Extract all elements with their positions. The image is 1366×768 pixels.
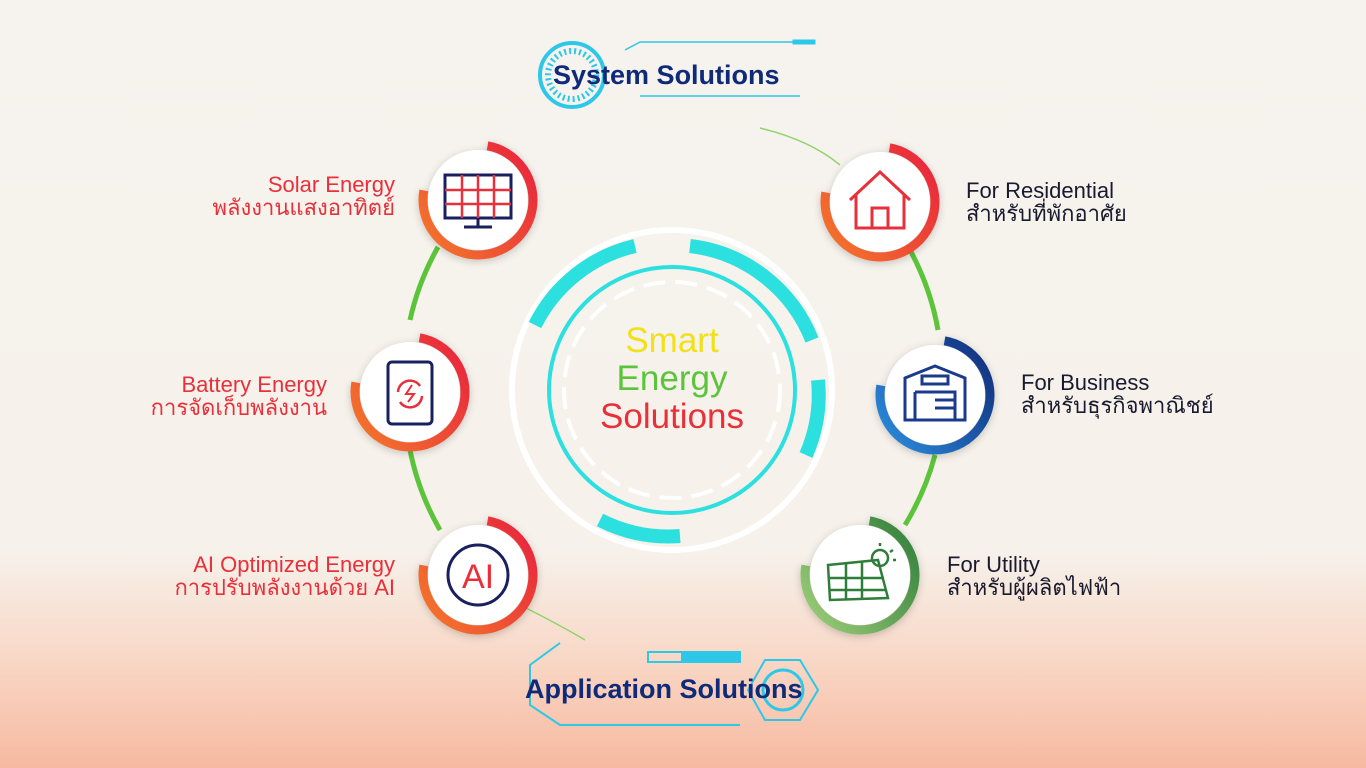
application-solutions-heading: Application Solutions: [525, 674, 803, 704]
connector-right: [902, 248, 941, 527]
system-solutions-heading: System Solutions: [553, 60, 780, 90]
solar-sun-icon: [826, 543, 896, 602]
bottom-header-decoration: [529, 642, 820, 726]
ring-business: [875, 336, 995, 455]
solar-panel-icon: [443, 173, 513, 229]
svg-text:AI: AI: [462, 558, 494, 596]
battery-cycle-icon: [386, 360, 434, 426]
top-header-decoration: [538, 39, 816, 109]
house-icon: [848, 169, 912, 230]
connector-left: [407, 245, 443, 532]
ring-utility: [800, 516, 920, 635]
ai-icon: AI: [446, 543, 510, 607]
ring-battery: [350, 333, 470, 452]
ring-ai: [418, 516, 538, 635]
ring-residential: [820, 143, 940, 262]
center-rings: [509, 227, 835, 553]
center-title: Smart Energy Solutions: [600, 321, 744, 436]
warehouse-icon: [903, 364, 967, 422]
